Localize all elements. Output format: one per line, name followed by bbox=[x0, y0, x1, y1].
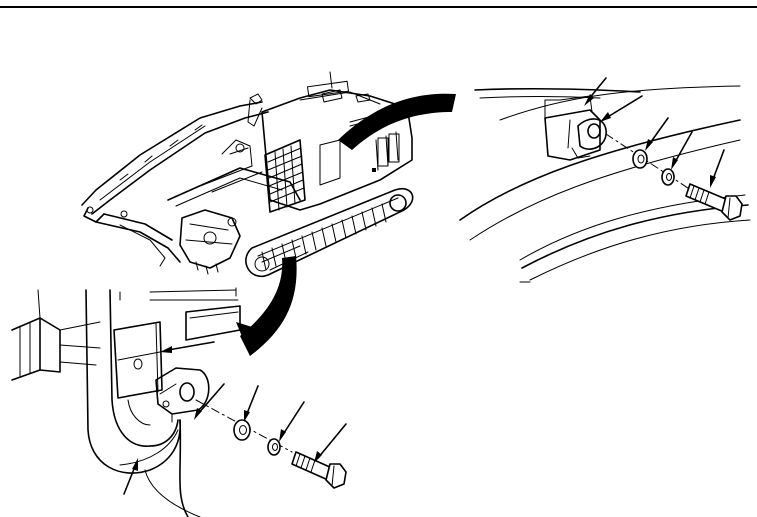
right-lock-washer bbox=[661, 168, 675, 186]
excavator-bucket bbox=[179, 209, 241, 275]
left-callout-leaders bbox=[123, 341, 347, 495]
left-flat-washer bbox=[233, 419, 251, 441]
page-top-rule bbox=[0, 6, 757, 8]
left-mount-detail bbox=[11, 287, 347, 517]
right-bracket-hole bbox=[587, 123, 601, 139]
right-mount-detail bbox=[459, 77, 751, 283]
excavator-boom bbox=[81, 93, 269, 267]
excavator-cab bbox=[261, 71, 413, 213]
left-bracket-bolt-hole bbox=[179, 382, 195, 402]
left-bracket-hole bbox=[133, 358, 143, 370]
left-mounting-bracket bbox=[113, 321, 210, 423]
callout-curved-arrow-upper bbox=[338, 93, 456, 150]
right-flat-washer bbox=[632, 149, 648, 169]
excavator-illustration bbox=[81, 71, 456, 356]
left-cap-screw bbox=[291, 451, 347, 489]
right-cap-screw bbox=[685, 183, 743, 221]
excavator-frame bbox=[167, 99, 301, 207]
right-mounting-bracket bbox=[544, 95, 607, 161]
left-guard-rail bbox=[85, 289, 201, 517]
left-lock-washer bbox=[267, 438, 281, 456]
excavator-track bbox=[245, 187, 414, 278]
right-callout-leaders bbox=[584, 77, 725, 188]
